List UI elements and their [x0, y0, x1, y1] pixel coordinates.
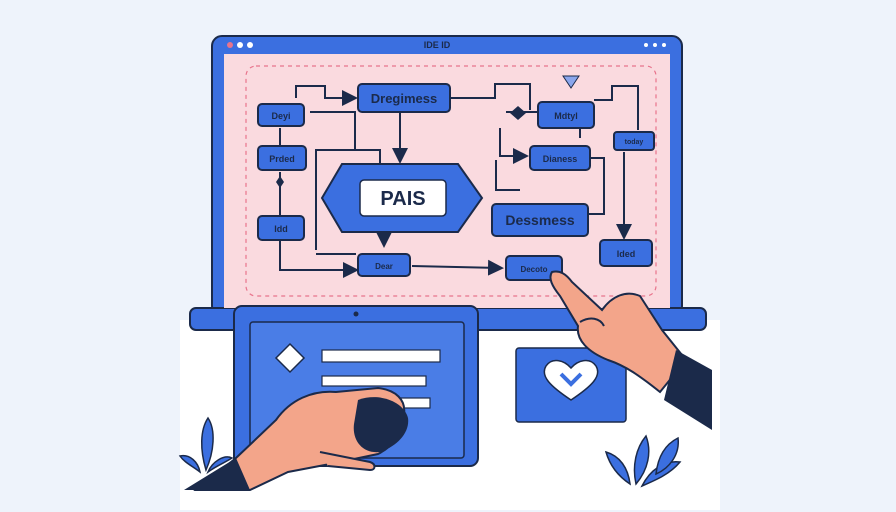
tablet-camera [353, 311, 359, 317]
node-decoto[interactable]: Decoto [505, 255, 563, 281]
node-label: Mdtyl [554, 111, 578, 121]
node-label: Dear [375, 262, 393, 271]
text-line [321, 349, 441, 363]
node-mdtyl[interactable]: Mdtyl [537, 101, 595, 129]
text-line [321, 375, 427, 387]
check-icon [559, 372, 583, 387]
menu-dots-icon[interactable] [662, 43, 666, 47]
node-dessmess[interactable]: Dessmess [491, 203, 589, 237]
flow-connectors [276, 83, 639, 278]
node-ided[interactable]: Ided [599, 239, 653, 267]
node-label: Dessmess [505, 212, 574, 228]
node-label: Ided [617, 249, 636, 259]
leaf-plant-right [604, 434, 682, 488]
node-pais[interactable]: PAIS [320, 163, 484, 233]
node-today[interactable]: today [613, 131, 655, 151]
menu-dots-icon[interactable] [653, 43, 657, 47]
sleeve [664, 350, 712, 430]
leaf-plant-left [178, 416, 234, 475]
window-title: IDE ID [424, 40, 451, 50]
node-label: Prded [269, 154, 295, 164]
node-dear[interactable]: Dear [357, 253, 411, 277]
diamond-icon[interactable] [274, 342, 306, 374]
node-label: Decoto [520, 265, 547, 274]
node-label: Deyi [271, 111, 290, 121]
node-label: Idd [274, 224, 288, 234]
node-dregimess[interactable]: Dregimess [357, 83, 451, 113]
node-deyi[interactable]: Deyi [257, 103, 305, 127]
node-label: PAIS [380, 188, 425, 210]
right-hand [549, 270, 712, 430]
window-minimize-button[interactable] [237, 42, 243, 48]
sleeve [184, 458, 250, 490]
node-prded[interactable]: Prded [257, 145, 307, 171]
node-dianess[interactable]: Dianess [529, 145, 591, 171]
window-maximize-button[interactable] [247, 42, 253, 48]
node-idd[interactable]: Idd [257, 215, 305, 241]
heart-check-icon [543, 359, 599, 401]
window-close-button[interactable] [227, 42, 233, 48]
left-hand [184, 386, 409, 491]
chevron-down-icon[interactable] [562, 75, 580, 89]
node-label: Dianess [543, 154, 578, 164]
node-label: Dregimess [371, 91, 437, 106]
mouse-device [353, 397, 409, 453]
node-label: today [625, 139, 644, 146]
heart-card[interactable] [515, 347, 627, 423]
selection-area [245, 65, 657, 297]
menu-dots-icon[interactable] [644, 43, 648, 47]
